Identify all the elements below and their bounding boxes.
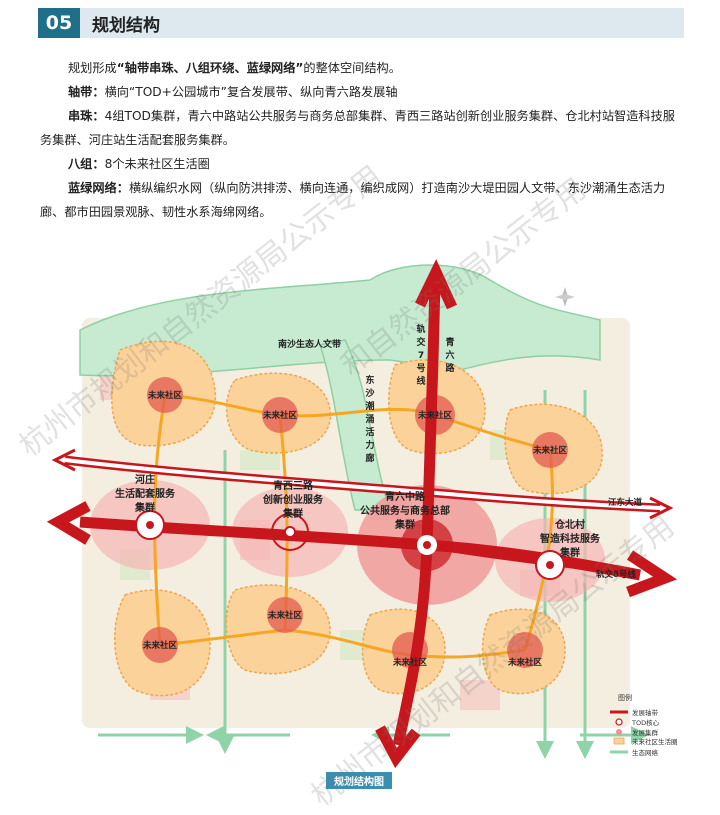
hezhuang-line-0: 河庄 [135, 473, 155, 486]
figure-caption: 规划结构图 [326, 772, 392, 789]
hezhuang-line-2: 集群 [134, 501, 155, 514]
eight-paragraph: 八组：8个未来社区生活圈 [68, 157, 210, 171]
axis-paragraph: 轴带：横向“TOD+公园城市”复合发展带、纵向青六路发展轴 [68, 85, 398, 99]
legend-title: 图例 [618, 693, 632, 702]
tod-cores [135, 510, 565, 580]
legend-item-4: 生态网络 [632, 748, 659, 757]
qingxi-line-1: 创新创业服务 [262, 493, 324, 506]
map-text-labels: 南沙生态人文带 东 沙 潮 涌 活 力 廊 轨 交 7 号 线 青 六 路 江东… [115, 323, 643, 668]
dongsha-char-1: 沙 [365, 388, 374, 399]
beads-paragraph: 串珠：4组TOD集群，青六中路站公共服务与商务总部集群、青西三路站创新创业服务集… [40, 109, 675, 147]
section-number: 05 [38, 8, 80, 38]
section-header: 05 规划结构 [38, 8, 684, 38]
legend-item-0: 发展轴带 [632, 708, 659, 717]
qingliu-line-2: 集群 [394, 518, 415, 531]
section-title: 规划结构 [92, 15, 160, 36]
metro7-char-2: 7 [418, 351, 424, 361]
metro7-char-4: 线 [416, 375, 425, 387]
network-paragraph: 蓝绿网络：横纵编织水网（纵向防洪排涝、横向连通，编织成网）打造南沙大堤田园人文带… [40, 181, 666, 219]
dongsha-char-4: 活 [365, 426, 374, 438]
legend-item-3: 未来社区生活圈 [632, 737, 678, 746]
qingxi-line-2: 集群 [282, 507, 303, 520]
legend-swatch-tod [615, 718, 623, 726]
dongsha-corridor [319, 339, 392, 511]
community-label-7: 未来社区 [392, 657, 428, 668]
dongsha-char-2: 潮 [365, 400, 374, 412]
legend: 图例 发展轴带 TOD核心 发展集群 未来社区生活圈 生态网络 [610, 693, 678, 757]
hezhuang-line-1: 生活配套服务 [115, 487, 176, 500]
dongsha-char-6: 廊 [365, 452, 374, 464]
legend-swatch-community [613, 737, 625, 745]
community-label-5: 未来社区 [142, 640, 178, 651]
community-label-4: 未来社区 [532, 445, 568, 456]
community-label-8: 未来社区 [507, 657, 543, 668]
body-text: 规划形成“轴带串珠、八组环绕、蓝绿网络”的整体空间结构。 轴带：横向“TOD+公… [40, 56, 680, 224]
cangbei-line-0: 仓北村 [554, 518, 585, 531]
nansha-label: 南沙生态人文带 [278, 338, 341, 350]
nansha-eco-belt [79, 264, 601, 377]
qingxi-line-0: 青西三路 [273, 479, 314, 492]
community-label-1: 未来社区 [147, 390, 183, 401]
community-label-6: 未来社区 [267, 610, 303, 621]
metro7-char-3: 号 [416, 363, 425, 374]
dongsha-char-5: 力 [365, 439, 374, 451]
cangbei-line-1: 智造科技服务 [540, 532, 601, 545]
qingliu-line-0: 青六中路 [385, 490, 426, 503]
dongsha-char-0: 东 [365, 374, 374, 386]
metro7-char-0: 轨 [416, 323, 425, 335]
qingliu-line-1: 公共服务与商务总部 [360, 504, 450, 517]
dongsha-char-3: 涌 [365, 413, 374, 425]
qingliu-road-char-2: 路 [445, 362, 455, 374]
intro-paragraph: 规划形成“轴带串珠、八组环绕、蓝绿网络”的整体空间结构。 [68, 61, 401, 75]
north-arrow-icon [555, 287, 575, 307]
community-label-3: 未来社区 [417, 410, 453, 421]
community-links [153, 393, 554, 659]
community-label-2: 未来社区 [262, 410, 298, 421]
jiangdong-label: 江东大道 [608, 497, 643, 508]
metro7-char-1: 交 [416, 336, 425, 348]
legend-item-2: 发展集群 [632, 728, 659, 737]
legend-swatch-cluster [616, 729, 622, 735]
structure-map: 南沙生态人文带 东 沙 潮 涌 活 力 廊 轨 交 7 号 线 青 六 路 江东… [46, 259, 678, 769]
qingliu-road-char-1: 六 [445, 349, 454, 361]
legend-item-1: TOD核心 [631, 718, 660, 727]
metro8-label: 轨交8号线 [596, 569, 636, 580]
cangbei-line-2: 集群 [559, 546, 580, 559]
qingliu-road-char-0: 青 [445, 336, 454, 348]
